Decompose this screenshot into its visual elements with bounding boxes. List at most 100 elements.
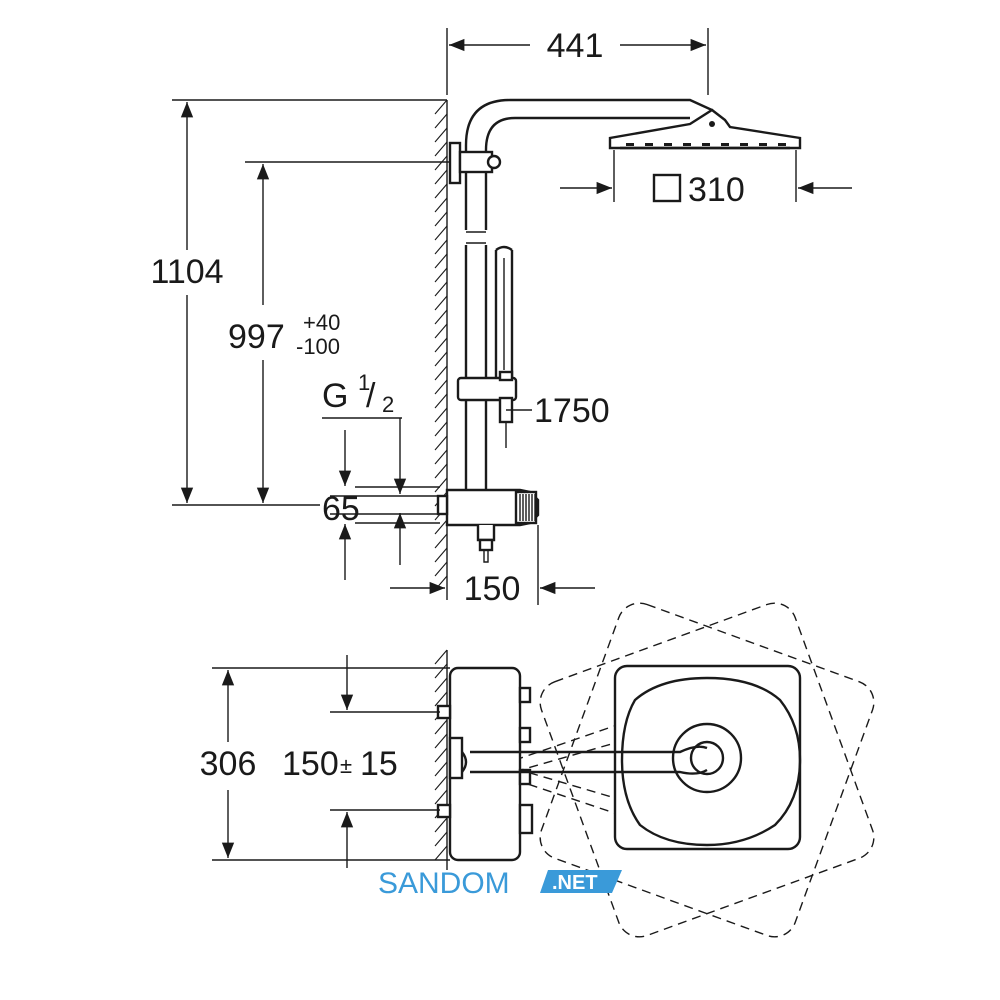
hatch-line [434,393,448,409]
thread-denominator: 2 [382,392,394,417]
spray-nozzle [778,143,786,146]
dimension-1104: 1104 [150,99,447,506]
hatch-line [434,155,448,171]
side-view: 441 310 1104 997 +40 -100 [150,27,852,608]
hatch-line [434,99,448,115]
hatch-line [434,677,448,693]
thread-numerator: 1 [358,370,370,395]
spray-nozzle [759,143,767,146]
hatch-line [434,547,448,563]
hatch-line [434,789,448,805]
hatch-line [434,365,448,381]
hatch-line [434,817,448,833]
hatch-line [434,761,448,777]
hatch-line [434,775,448,791]
watermark-domain: .NET [552,872,598,894]
hose-length-label: 1750 [534,392,610,430]
watermark-badge [540,870,622,893]
dimension-306: 306 [200,667,450,861]
offset-tolerance-label: 15 [360,745,398,783]
hatch-line [434,169,448,185]
dimension-150-label: 150 [464,570,521,608]
hatch-line [434,141,448,157]
spray-nozzle [664,143,672,146]
hatch-line [434,197,448,213]
dimension-310: 310 [560,150,852,209]
spray-nozzle [645,143,653,146]
hatch-line [434,337,448,353]
dimension-310-label: 310 [688,171,745,209]
dimension-150: 150 [390,525,595,608]
rain-shower-head [608,108,802,150]
dimension-150-pm-15: 150 ± 15 [282,655,440,868]
dimension-997: 997 +40 -100 [228,161,450,503]
hatch-line [434,747,448,763]
thermostat-body [436,488,540,563]
hatch-line [434,295,448,311]
hatch-line [434,211,448,227]
dimension-65-label: 65 [322,490,360,528]
rotated-head-outline-1 [539,602,875,938]
spray-nozzle [626,143,634,146]
hatch-line [434,533,448,549]
hatch-line [434,267,448,283]
hatch-line [434,225,448,241]
hatch-line [434,649,448,665]
thermostat-top [436,666,534,862]
hatch-line [434,477,448,493]
offset-pm-symbol: ± [340,753,352,778]
spray-nozzle [740,143,748,146]
dimension-997-label: 997 [228,318,285,356]
hatch-line [434,351,448,367]
hatch-line [434,407,448,423]
dimension-441: 441 [446,27,709,95]
hatch-line [434,719,448,735]
shower-head-top [613,664,802,851]
hatch-line [434,323,448,339]
hatch-line [434,831,448,847]
spray-nozzle [702,143,710,146]
rail-slider [456,370,518,448]
tolerance-plus-label: +40 [303,310,340,335]
offset-150-label: 150 [282,745,339,783]
dimension-306-label: 306 [200,745,257,783]
hatch-line [434,435,448,451]
hatch-line [434,733,448,749]
watermark-logo: SANDOM .NET [378,867,622,900]
spray-nozzle [721,143,729,146]
dimension-1104-label: 1104 [150,253,223,291]
thread-slash: / [366,377,376,415]
hatch-line [434,113,448,129]
thread-label-g: G 1 / 2 [322,370,407,565]
hatch-line [434,463,448,479]
hatch-line [434,691,448,707]
top-view: 306 150 ± 15 [200,602,875,938]
wall-hatching [434,99,448,600]
hatch-line [434,281,448,297]
hatch-line [434,253,448,269]
tolerance-minus-label: -100 [296,334,340,359]
hatch-line [434,239,448,255]
riser-pipe [464,98,714,490]
hatch-line [434,421,448,437]
spray-nozzle [683,143,691,146]
hatch-line [434,663,448,679]
hatch-line [434,379,448,395]
square-symbol-icon [652,173,682,203]
hatch-line [434,845,448,861]
dimension-1750: 1750 [506,392,610,430]
dimension-65: 65 [322,430,440,580]
wall-hatching-top [434,649,448,870]
hatch-line [434,449,448,465]
watermark-name: SANDOM [378,867,510,900]
hatch-line [434,183,448,199]
hand-shower [494,245,514,380]
shower-arm-top [461,745,708,775]
hatch-line [434,309,448,325]
hatch-line [434,561,448,577]
hatch-line [434,127,448,143]
rotated-head-outline-2 [539,602,875,938]
hatch-line [434,519,448,535]
wall-bracket-top [448,141,502,185]
